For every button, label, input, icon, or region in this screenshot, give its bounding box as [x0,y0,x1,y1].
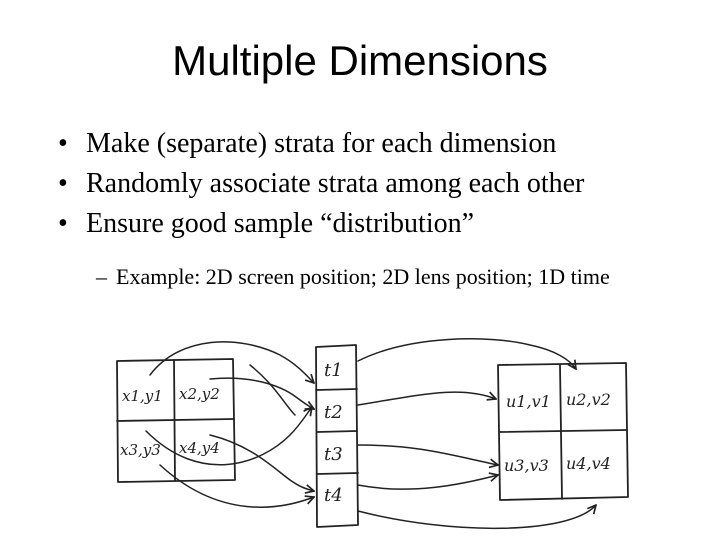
lens-cell-label: u4,v4 [566,454,611,473]
time-cell-label: t4 [324,485,343,506]
slide-title: Multiple Dimensions [172,37,548,84]
sub-bullet-text: Example: 2D screen position; 2D lens pos… [116,264,610,289]
screen-strata-grid: x1,y1 x2,y2 x3,y3 x4,y4 [116,358,236,483]
screen-to-time-arrows [145,341,314,508]
strata-diagram: x1,y1 x2,y2 x3,y3 x4,y4 t1 t2 t3 t4 [100,335,640,535]
time-to-lens-arrows [357,338,596,529]
screen-cell-label: x4,y4 [179,439,220,457]
sub-bullet-glyph: – [96,264,107,289]
bullet-item: • Make (separate) strata for each dimens… [58,124,698,164]
screen-cell-label: x2,y2 [179,385,220,403]
bullet-text: Ensure good sample “distribution” [86,208,475,239]
bullet-text: Make (separate) strata for each dimensio… [86,128,557,159]
bullet-item: • Randomly associate strata among each o… [58,164,698,204]
bullet-item: • Ensure good sample “distribution” [58,204,698,244]
screen-cell-label: x1,y1 [122,387,163,405]
bullet-text: Randomly associate strata among each oth… [86,168,585,199]
lens-strata-grid: u1,v1 u2,v2 u3,v3 u4,v4 [497,362,629,501]
time-cell-label: t2 [324,402,343,423]
bullet-list: • Make (separate) strata for each dimens… [58,124,698,244]
time-cell-label: t3 [324,444,343,465]
sub-bullet: – Example: 2D screen position; 2D lens p… [96,262,676,292]
bullet-glyph: • [58,168,68,199]
bullet-glyph: • [58,208,68,239]
lens-cell-label: u2,v2 [566,390,611,409]
lens-cell-label: u3,v3 [504,456,549,475]
time-strata-column: t1 t2 t3 t4 [315,344,359,528]
bullet-glyph: • [58,128,68,159]
time-cell-label: t1 [324,360,343,381]
lens-cell-label: u1,v1 [506,392,551,411]
screen-cell-label: x3,y3 [120,441,161,459]
